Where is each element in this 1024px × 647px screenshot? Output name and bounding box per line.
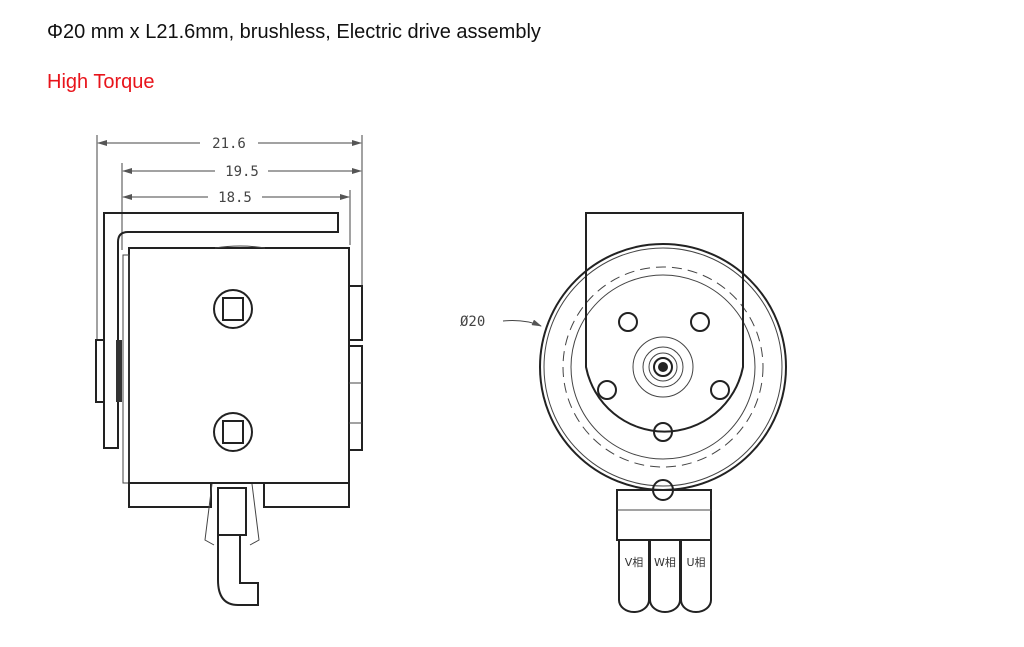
dimension-middle: 19.5 [122,164,362,180]
phase-label-v: V相 [625,556,644,569]
dimension-body: 18.5 [122,190,350,206]
phase-terminal: U相 [680,539,712,613]
mount-hole [213,412,253,452]
phase-terminal: V相 [618,539,650,613]
phase-label-u: U相 [686,556,705,569]
phase-terminal: W相 [649,539,681,613]
diameter-label: Ø20 [460,314,485,330]
document-title: Φ20 mm x L21.6mm, brushless, Electric dr… [47,21,541,43]
dim-label-middle: 19.5 [225,164,259,180]
dim-label-body: 18.5 [218,190,252,206]
document-subtitle: High Torque [47,71,155,93]
phase-label-w: W相 [654,556,676,569]
side-view: 21.6 19.5 18.5 [95,135,363,606]
diameter-callout: Ø20 [460,314,542,330]
dim-label-overall: 21.6 [212,136,246,152]
dimension-overall: 21.6 [97,136,362,152]
front-view: Ø20 V相 W相 U相 [460,212,787,613]
mount-hole [213,289,253,329]
